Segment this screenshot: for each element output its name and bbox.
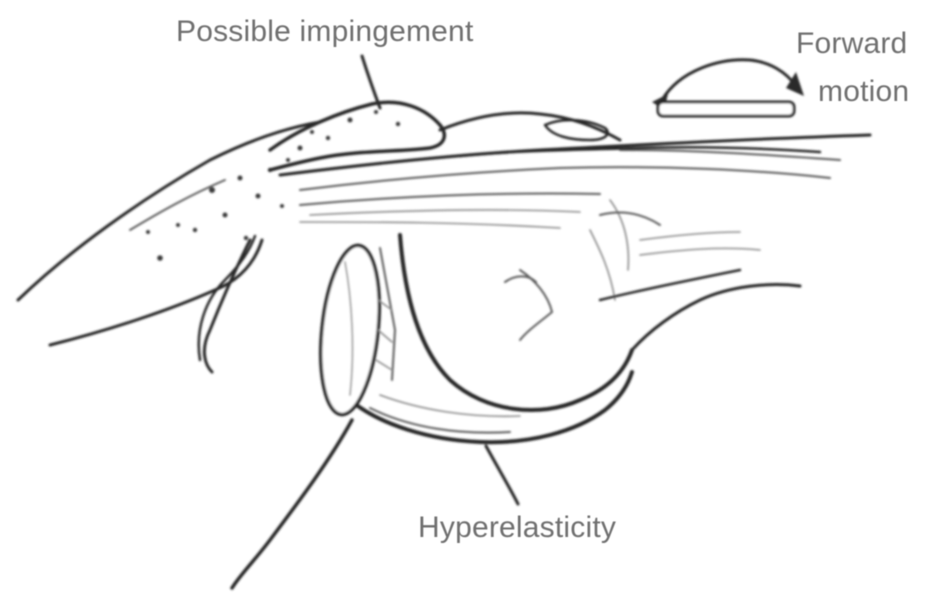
scapula-outline — [18, 122, 320, 360]
forward-motion-label-line2: motion — [818, 74, 909, 110]
impingement-label: Possible impingement — [176, 14, 473, 50]
acromion — [270, 102, 620, 170]
joint-capsule — [350, 372, 632, 442]
humeral-head — [400, 200, 800, 410]
hyperelasticity-label: Hyperelasticity — [418, 510, 616, 546]
glenoid-labrum — [313, 243, 395, 418]
tendon-bundle — [280, 135, 870, 228]
hyperelasticity-leader-line — [486, 446, 518, 504]
forward-motion-label-line1: Forward — [796, 26, 907, 62]
forward-motion-arrow-icon — [652, 60, 804, 116]
impingement-leader-line — [362, 56, 380, 108]
